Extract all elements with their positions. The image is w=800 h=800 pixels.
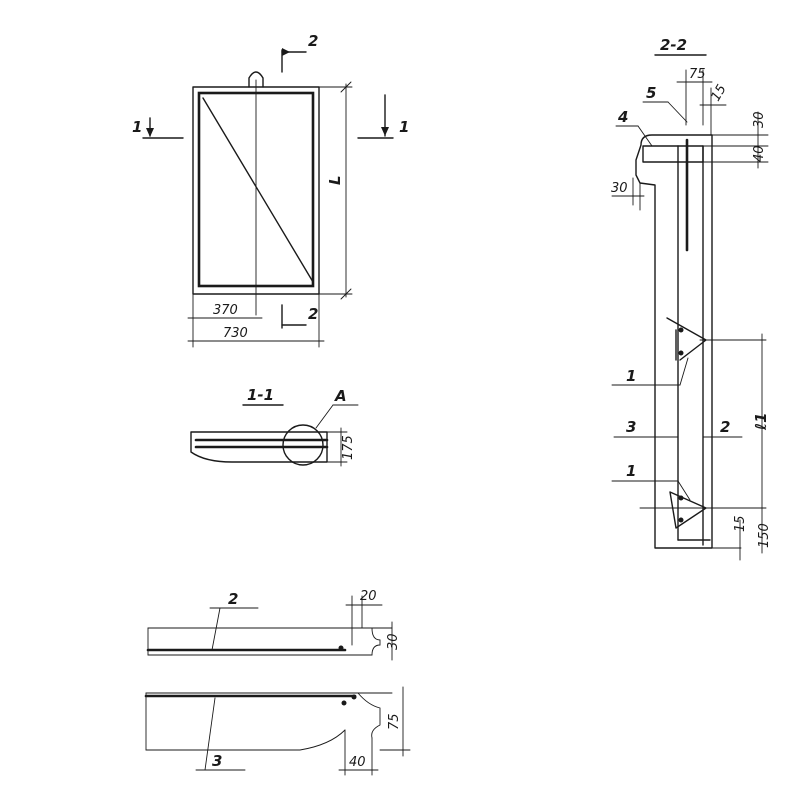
dim-20-label: 20 [360,589,377,604]
section-2-2: 2-2 ℓ1 150 15 75 15 [611,36,772,561]
detail-a: 2 3 20 30 75 40 [144,589,411,776]
dim-height-label: L [326,175,344,185]
detail-a-label: A [334,387,347,405]
dim-150-label: 150 [757,523,772,548]
callout-5-label: 5 [646,84,656,102]
section-1-left-label: 1 [132,118,142,136]
detail-a-callout-circle [282,424,324,466]
dim-40-label: 40 [752,145,767,162]
section-1-1-profile [190,431,328,463]
truss-upper-node-1 [678,327,684,333]
callout-1-upper-label: 1 [626,367,636,385]
panel-diagonal [202,97,314,283]
section-1-right-arrowhead [381,127,389,136]
dim-175-label: 175 [341,435,356,460]
detail-a-callout-3-label: 3 [212,752,222,770]
section-2-2-title: 2-2 [660,36,687,54]
plan-view: 2 2 1 1 L 370 730 [132,32,409,348]
dim-height-tick-top [340,81,352,93]
callout-2-label: 2 [720,418,730,436]
callout-1-lower-label: 1 [626,462,636,480]
detail-a-top-node [338,645,344,651]
dim-half-width-label: 370 [213,303,238,318]
cap-plate [642,145,704,163]
truss-upper-node-2 [678,350,684,356]
dim-30-label: 30 [386,633,401,650]
detail-a-bottom-node-2 [351,694,357,700]
callout-4-leader [637,125,653,147]
callout-1-lower-leader [677,480,691,501]
section-2-2-outline [635,134,713,549]
section-2-top-arrowhead [282,48,290,56]
dim-width-label: 730 [223,326,248,341]
dim-15-bottom-label: 15 [733,515,748,532]
dim-30-left-label: 30 [611,181,628,196]
truss-lower-node-1 [678,495,684,501]
truss-upper [666,317,707,361]
section-1-left-arrowhead [146,128,154,137]
section-1-1: 1-1 A 175 [190,386,359,467]
truss-lower [669,491,707,529]
callout-3-label: 3 [626,418,636,436]
dim-15-top-label: 15 [708,82,729,104]
lifting-loop [248,71,264,88]
truss-lower-node-2 [678,517,684,523]
detail-a-bottom-edge [145,729,346,751]
section-1-right-label: 1 [399,118,409,136]
detail-a-bottom-notch [357,692,381,739]
section-2-top-label: 2 [308,32,318,50]
dim-30-top-label: 30 [752,111,767,128]
detail-a-callout-2-label: 2 [228,590,238,608]
dim-75-label: 75 [689,67,706,82]
detail-a-callout-2-leader [211,607,221,651]
callout-4-label: 4 [617,108,628,126]
dim-40-label: 40 [349,755,366,770]
dim-l1-label: ℓ1 [752,412,770,431]
dim-height-tick-bottom [340,288,352,300]
callout-5-leader [667,101,688,123]
callout-1-upper-leader [679,357,689,386]
detail-a-callout-3-leader [204,697,216,771]
section-1-1-title: 1-1 [247,386,274,404]
section-2-bottom-label: 2 [308,305,318,323]
detail-a-top-notch [371,627,381,656]
dim-75-label: 75 [387,713,402,730]
detail-a-leader [315,404,334,429]
detail-a-bottom-node [341,700,347,706]
